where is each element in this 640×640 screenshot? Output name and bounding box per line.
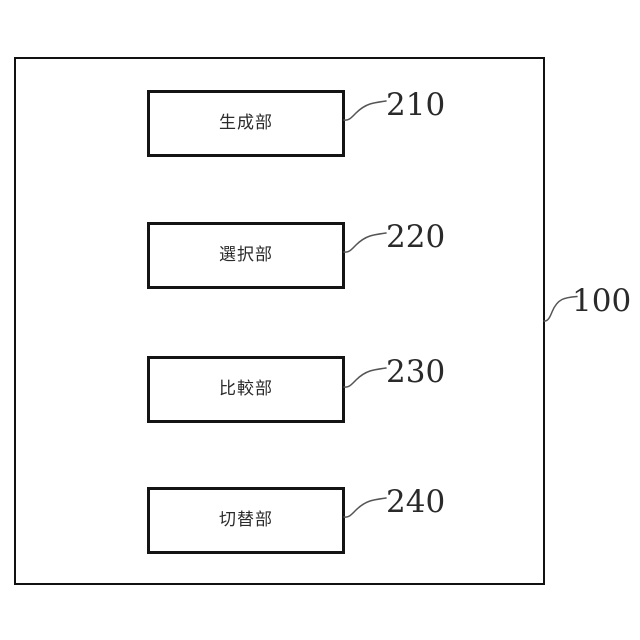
unit-block-generation: 生成部	[147, 90, 345, 157]
reference-numeral-100: 100	[572, 283, 632, 319]
unit-block-switching: 切替部	[147, 487, 345, 554]
unit-block-generation-label: 生成部	[219, 113, 273, 133]
reference-numeral-210: 210	[386, 87, 446, 123]
unit-block-selection: 選択部	[147, 222, 345, 289]
unit-block-comparison-label: 比較部	[219, 379, 273, 399]
reference-numeral-230: 230	[386, 354, 446, 390]
unit-block-selection-label: 選択部	[219, 245, 273, 265]
unit-block-comparison: 比較部	[147, 356, 345, 423]
reference-numeral-220: 220	[386, 219, 446, 255]
reference-numeral-240: 240	[386, 484, 446, 520]
unit-block-switching-label: 切替部	[219, 510, 273, 530]
